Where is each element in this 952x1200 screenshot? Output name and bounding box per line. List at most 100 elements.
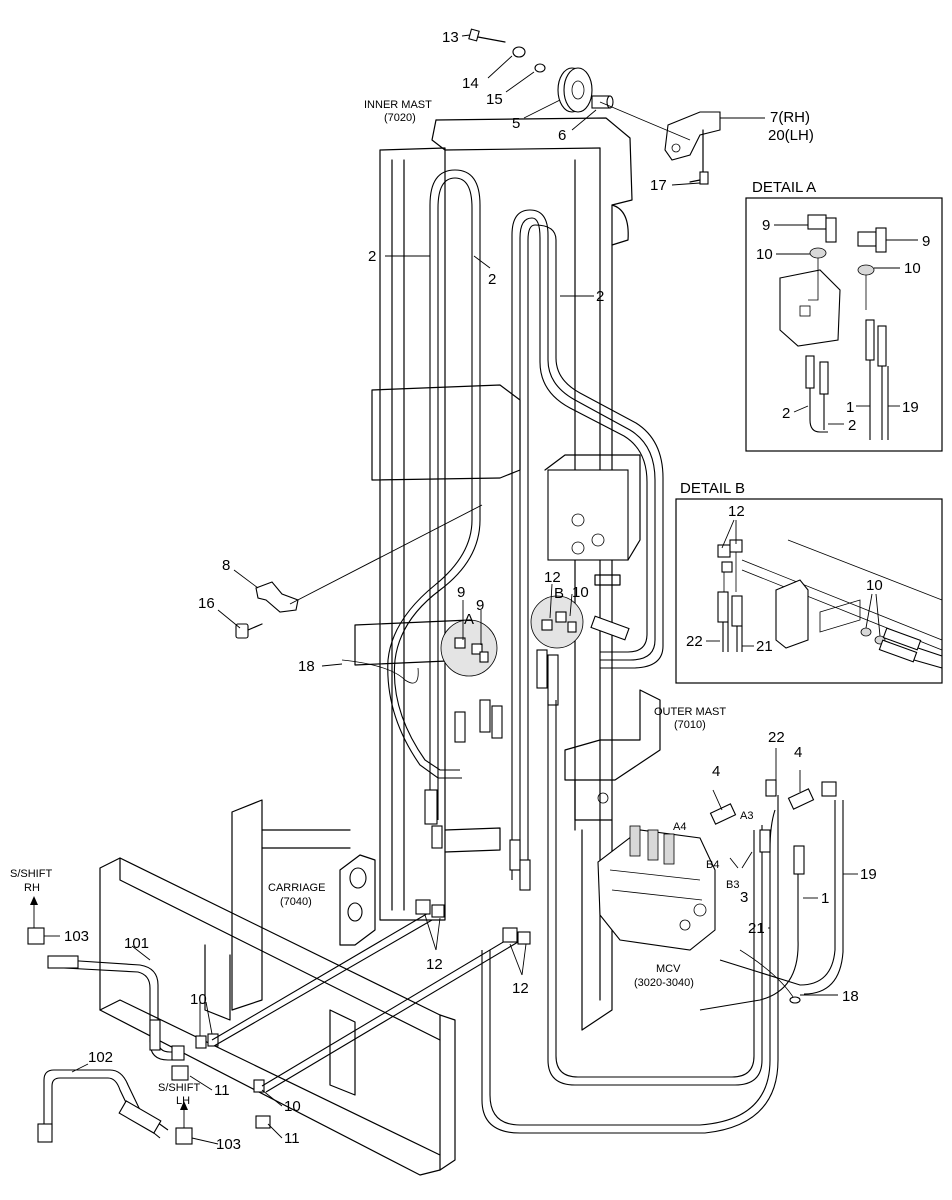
detail-a-callout-9-left: 9 (762, 217, 770, 234)
callout-103-rh: 103 (64, 928, 89, 945)
hose-102-fitting-a (37, 1123, 53, 1143)
detail-a-callout-19: 19 (902, 399, 919, 416)
detail-b-callout-21: 21 (756, 638, 773, 655)
hose-inner-loop-2 (555, 700, 755, 1078)
detail-a-circle (440, 619, 498, 677)
hose-inner-loop (547, 700, 763, 1086)
fitting-22 (765, 779, 777, 797)
label-sshift-rh-2: RH (24, 882, 40, 894)
detail-a-nut-left (809, 247, 827, 259)
detail-b-callout-22: 22 (686, 633, 703, 650)
hose-102 (43, 1069, 169, 1131)
wire-18-left (341, 659, 419, 684)
sheave-5 (557, 67, 593, 113)
callout-101: 101 (124, 935, 149, 952)
hose-22-loop (481, 795, 779, 1134)
detail-a-title: DETAIL A (752, 179, 816, 196)
fittings-12-lower-right (502, 927, 531, 945)
bracket-7-20 (664, 111, 721, 176)
callout-a: A (464, 611, 474, 628)
callout-2-left: 2 (368, 248, 376, 265)
callout-11-a: 11 (214, 1082, 230, 1099)
mcv-valve (597, 825, 716, 951)
callout-12-left: 12 (426, 956, 443, 973)
detail-b-callout-10: 10 (866, 577, 883, 594)
detail-a-elbow-left (807, 214, 837, 243)
label-mcv-code: (3020-3040) (634, 977, 694, 989)
arrow-sshift-rh (30, 896, 38, 905)
detail-b-callout-12: 12 (728, 503, 745, 520)
hose-carriage-left-2 (213, 919, 433, 1047)
callout-6: 6 (558, 127, 566, 144)
callout-19: 19 (860, 866, 877, 883)
detail-a-panel: DETAIL A 9 9 10 10 2 2 (745, 179, 943, 452)
callout-14: 14 (462, 75, 479, 92)
callout-10-top: 10 (572, 584, 589, 601)
detail-a-callout-10-left: 10 (756, 246, 773, 263)
hose-19-inner (803, 800, 844, 995)
callout-1: 1 (821, 890, 829, 907)
bolt-16 (235, 623, 263, 639)
callout-17: 17 (650, 177, 667, 194)
port-b4: B4 (706, 859, 719, 871)
leader-lines (44, 34, 858, 1145)
detail-b-title: DETAIL B (680, 480, 745, 497)
washer-15 (534, 63, 546, 73)
callout-102: 102 (88, 1049, 113, 1066)
callout-18-left: 18 (298, 658, 315, 675)
washer-14 (512, 46, 526, 58)
detail-a-callout-2-right: 2 (848, 417, 856, 434)
callout-15: 15 (486, 91, 503, 108)
label-inner-mast: INNER MAST (364, 99, 432, 111)
detail-a-nut-right (857, 264, 875, 276)
callout-2-middle: 2 (488, 271, 496, 288)
callout-8: 8 (222, 557, 230, 574)
callout-2-right: 2 (596, 288, 604, 305)
callout-10-b: 10 (284, 1098, 301, 1115)
hose-102-inner (51, 1077, 161, 1139)
hose-2-left-loop (387, 169, 481, 820)
tee-fittings-detail-a (454, 637, 489, 663)
callout-12-right: 12 (512, 980, 529, 997)
label-sshift-lh-2: LH (176, 1095, 190, 1107)
hose-101-inner (63, 967, 178, 1061)
callout-20-lh: 20(LH) (768, 127, 814, 144)
label-sshift-rh-1: S/SHIFT (10, 868, 52, 880)
unions-10-11-lower (171, 1033, 271, 1129)
bolt-13 (468, 28, 506, 43)
fitting-1 (793, 845, 805, 875)
label-sshift-lh-1: S/SHIFT (158, 1082, 200, 1094)
callout-4-b: 4 (794, 744, 802, 761)
hose-101 (63, 959, 178, 1053)
fork-carriage-plate (99, 857, 456, 1176)
detail-a-callout-9-right: 9 (922, 233, 930, 250)
detail-a-callout-10-right: 10 (904, 260, 921, 277)
label-inner-mast-code: (7020) (384, 112, 416, 124)
callout-3: 3 (740, 889, 748, 906)
hose-101-fitting-a (47, 955, 79, 969)
inner-mast-frame (354, 147, 521, 921)
detail-b-panel: DETAIL B 12 10 22 21 (675, 480, 943, 684)
callout-4-a: 4 (712, 763, 720, 780)
clamp-8 (255, 504, 483, 613)
elbow-103-rh (27, 927, 45, 945)
callout-18-right: 18 (842, 988, 859, 1005)
callout-9-b: 9 (476, 597, 484, 614)
tee-fittings-detail-b (541, 611, 577, 633)
connector-4-a (709, 803, 737, 825)
label-carriage-code: (7040) (280, 896, 312, 908)
hose-102-fitting-b (118, 1100, 162, 1134)
callout-11-b: 11 (284, 1130, 300, 1147)
callout-16: 16 (198, 595, 215, 612)
bolt-17 (689, 171, 709, 185)
callout-13: 13 (442, 29, 459, 46)
arrow-sshift-lh (180, 1101, 188, 1110)
hose-21-loop (489, 809, 776, 1126)
fitting-21 (759, 829, 771, 853)
wire-18-right (739, 949, 796, 1001)
fitting-19 (821, 781, 837, 797)
detail-a-callout-1: 1 (846, 399, 854, 416)
hose-101-fitting-b (149, 1019, 161, 1051)
callout-21: 21 (748, 920, 765, 937)
